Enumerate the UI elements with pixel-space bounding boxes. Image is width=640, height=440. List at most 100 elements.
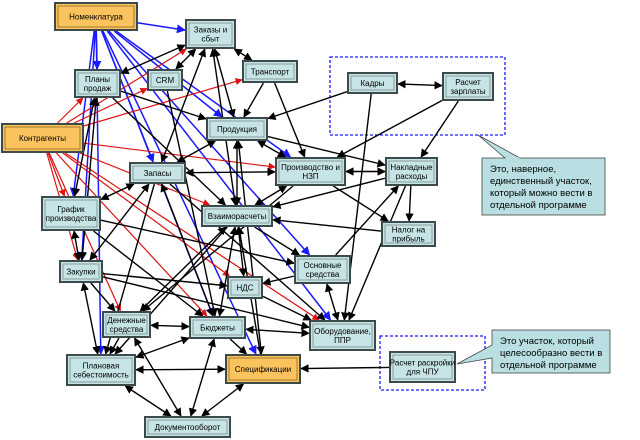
- node-label-line: расходы: [396, 172, 428, 181]
- node-vzaimo[interactable]: Взаиморасчеты: [201, 205, 273, 227]
- node-nomenklatura[interactable]: Номенклатура: [54, 2, 138, 31]
- node-label-line: Документооборот: [155, 423, 221, 432]
- node-label-line: Контрагенты: [19, 134, 66, 143]
- edge-zapasy-oborudovanie: [169, 183, 326, 321]
- edge-denezhnye-planovaya: [109, 337, 120, 355]
- edge-vzaimo-osnovnye: [254, 226, 301, 256]
- edge-nalog-vzaimo: [272, 216, 382, 232]
- node-box: [442, 72, 494, 101]
- node-label-line: НЗП: [302, 172, 319, 181]
- node-label-line: Спецификации: [235, 365, 291, 374]
- callout-text-line: целесообразно вести в: [500, 348, 602, 359]
- node-inner-frame: [228, 357, 298, 381]
- node-box: [385, 157, 438, 186]
- callout-pointer: [456, 344, 493, 365]
- node-label-line: Номенклатура: [69, 13, 123, 22]
- node-box: [41, 196, 101, 231]
- node-box: [225, 354, 301, 384]
- node-label: НДС: [237, 284, 254, 293]
- edge-zakupki-nds: [102, 272, 228, 290]
- callout-text: Это, наверное,единственный участок,котор…: [490, 164, 592, 211]
- node-label-line: Транспорт: [251, 68, 290, 77]
- node-label-line: Кадры: [361, 79, 385, 88]
- node-oborudovanie[interactable]: Оборудование,ППР: [309, 320, 376, 351]
- node-label-line: средства: [110, 325, 144, 334]
- edge-dokumentooborot-byudzhety: [188, 338, 216, 417]
- edge-byudzhety-oborudovanie: [245, 325, 310, 338]
- node-zapasy[interactable]: Запасы: [129, 162, 186, 184]
- edge-zakazy-zapasy: [160, 48, 207, 163]
- edge-planovaya-specifikacii: [135, 365, 226, 374]
- node-produkcia[interactable]: Продукция: [206, 117, 268, 141]
- node-label-line: НДС: [237, 284, 254, 293]
- node-inner-frame: [77, 72, 118, 95]
- node-box: [189, 316, 246, 339]
- node-box: [129, 162, 186, 184]
- node-label-line: Взаиморасчеты: [208, 212, 267, 221]
- node-label: Контрагенты: [19, 134, 66, 143]
- node-label-line: Денежные: [107, 316, 146, 325]
- node-zakupki[interactable]: Закупки: [59, 260, 103, 283]
- node-label-line: себестоимость: [73, 371, 129, 380]
- node-label-line: для ЧПУ: [406, 368, 439, 377]
- edge-vzaimo-nds: [234, 226, 248, 277]
- node-crm[interactable]: CRM: [147, 69, 183, 91]
- node-label-line: CRM: [156, 76, 175, 85]
- node-kadry[interactable]: Кадры: [347, 72, 398, 94]
- edge-kontragenty-grafik: [47, 152, 66, 197]
- node-label-line: Продукция: [217, 125, 257, 134]
- edge-raskroi-specifikacii: [300, 364, 390, 373]
- edge-proizvodstvo-zapasy: [185, 167, 276, 177]
- edge-proizvodstvo-vzaimo: [254, 185, 288, 206]
- edge-produkcia-zapasy: [176, 140, 217, 163]
- node-label-line: Оборудование,: [314, 327, 371, 336]
- edge-zakazy-crm: [175, 48, 197, 70]
- edge-zakupki-denezhnye: [90, 282, 116, 312]
- node-nds[interactable]: НДС: [227, 276, 263, 299]
- node-kontragenty[interactable]: Контрагенты: [1, 123, 84, 153]
- node-label: Продукция: [217, 125, 257, 134]
- group-frames: [329, 56, 506, 391]
- node-inner-frame: [297, 258, 348, 281]
- node-inner-frame: [150, 72, 180, 88]
- callout-text-line: который можно вести в: [490, 188, 592, 199]
- node-label-line: Бюджеты: [200, 324, 235, 333]
- node-label: Кадры: [361, 79, 385, 88]
- node-inner-frame: [147, 419, 228, 435]
- node-byudzhety[interactable]: Бюджеты: [189, 316, 246, 339]
- node-specifikacii[interactable]: Спецификации: [225, 354, 301, 384]
- node-label-line: Накладные: [390, 163, 433, 172]
- node-label-line: производства: [46, 214, 97, 223]
- callout-text-line: Это, наверное,: [490, 164, 556, 175]
- node-box: [227, 276, 263, 299]
- node-dokumentooborot[interactable]: Документооборот: [144, 416, 231, 438]
- edge-zarplata-nakladnye: [420, 100, 459, 158]
- node-box: [206, 117, 268, 141]
- edge-zakazy-transport: [233, 48, 253, 61]
- edge-zakupki-oborudovanie: [102, 276, 310, 330]
- edge-grafik-zakupki: [71, 230, 82, 261]
- node-transport[interactable]: Транспорт: [242, 60, 298, 83]
- node-label-line: Производство и: [281, 163, 340, 172]
- node-label: Номенклатура: [69, 13, 123, 22]
- edge-osnovnye-oborudovanie: [325, 283, 340, 321]
- node-box: [347, 72, 398, 94]
